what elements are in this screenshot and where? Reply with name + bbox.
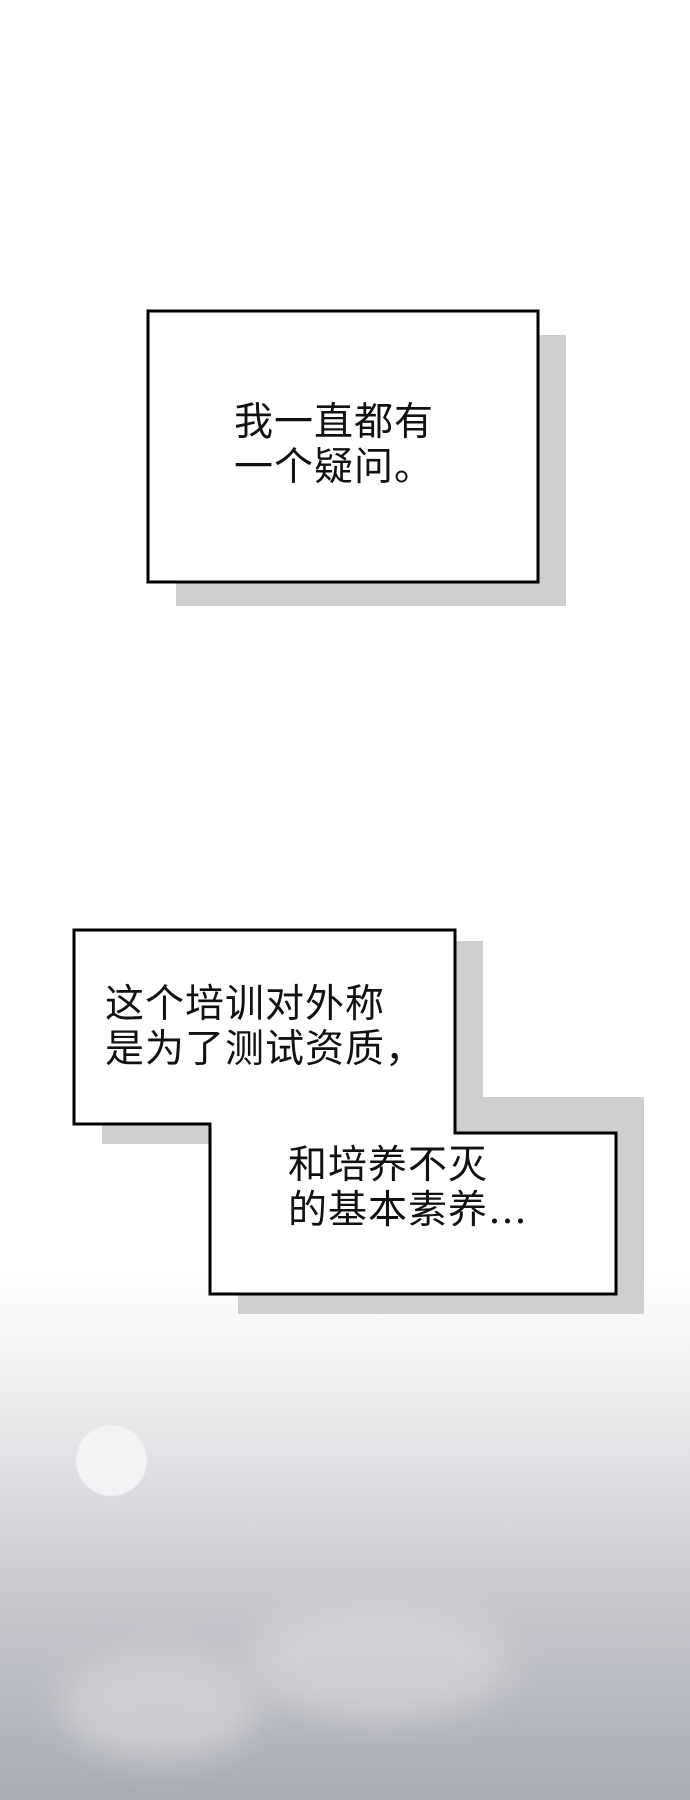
caption-box-1 — [146, 309, 540, 584]
cloud — [60, 1650, 260, 1760]
caption-text-1: 我一直都有一个疑问。 — [234, 400, 434, 490]
caption-line: 的基本素养… — [288, 1188, 529, 1233]
cloud — [250, 1600, 510, 1720]
caption-line: 一个疑问。 — [234, 445, 435, 490]
moon — [76, 1425, 147, 1496]
caption-line: 这个培训对外称 — [105, 982, 386, 1027]
caption-text-3: 和培养不灭的基本素养… — [288, 1143, 528, 1233]
caption-text-2: 这个培训对外称是为了测试资质， — [105, 982, 425, 1072]
caption-box-2 — [72, 928, 618, 1296]
caption-line: 和培养不灭 — [288, 1143, 489, 1188]
caption-line: 是为了测试资质， — [105, 1027, 426, 1072]
caption-line: 我一直都有 — [234, 400, 435, 445]
